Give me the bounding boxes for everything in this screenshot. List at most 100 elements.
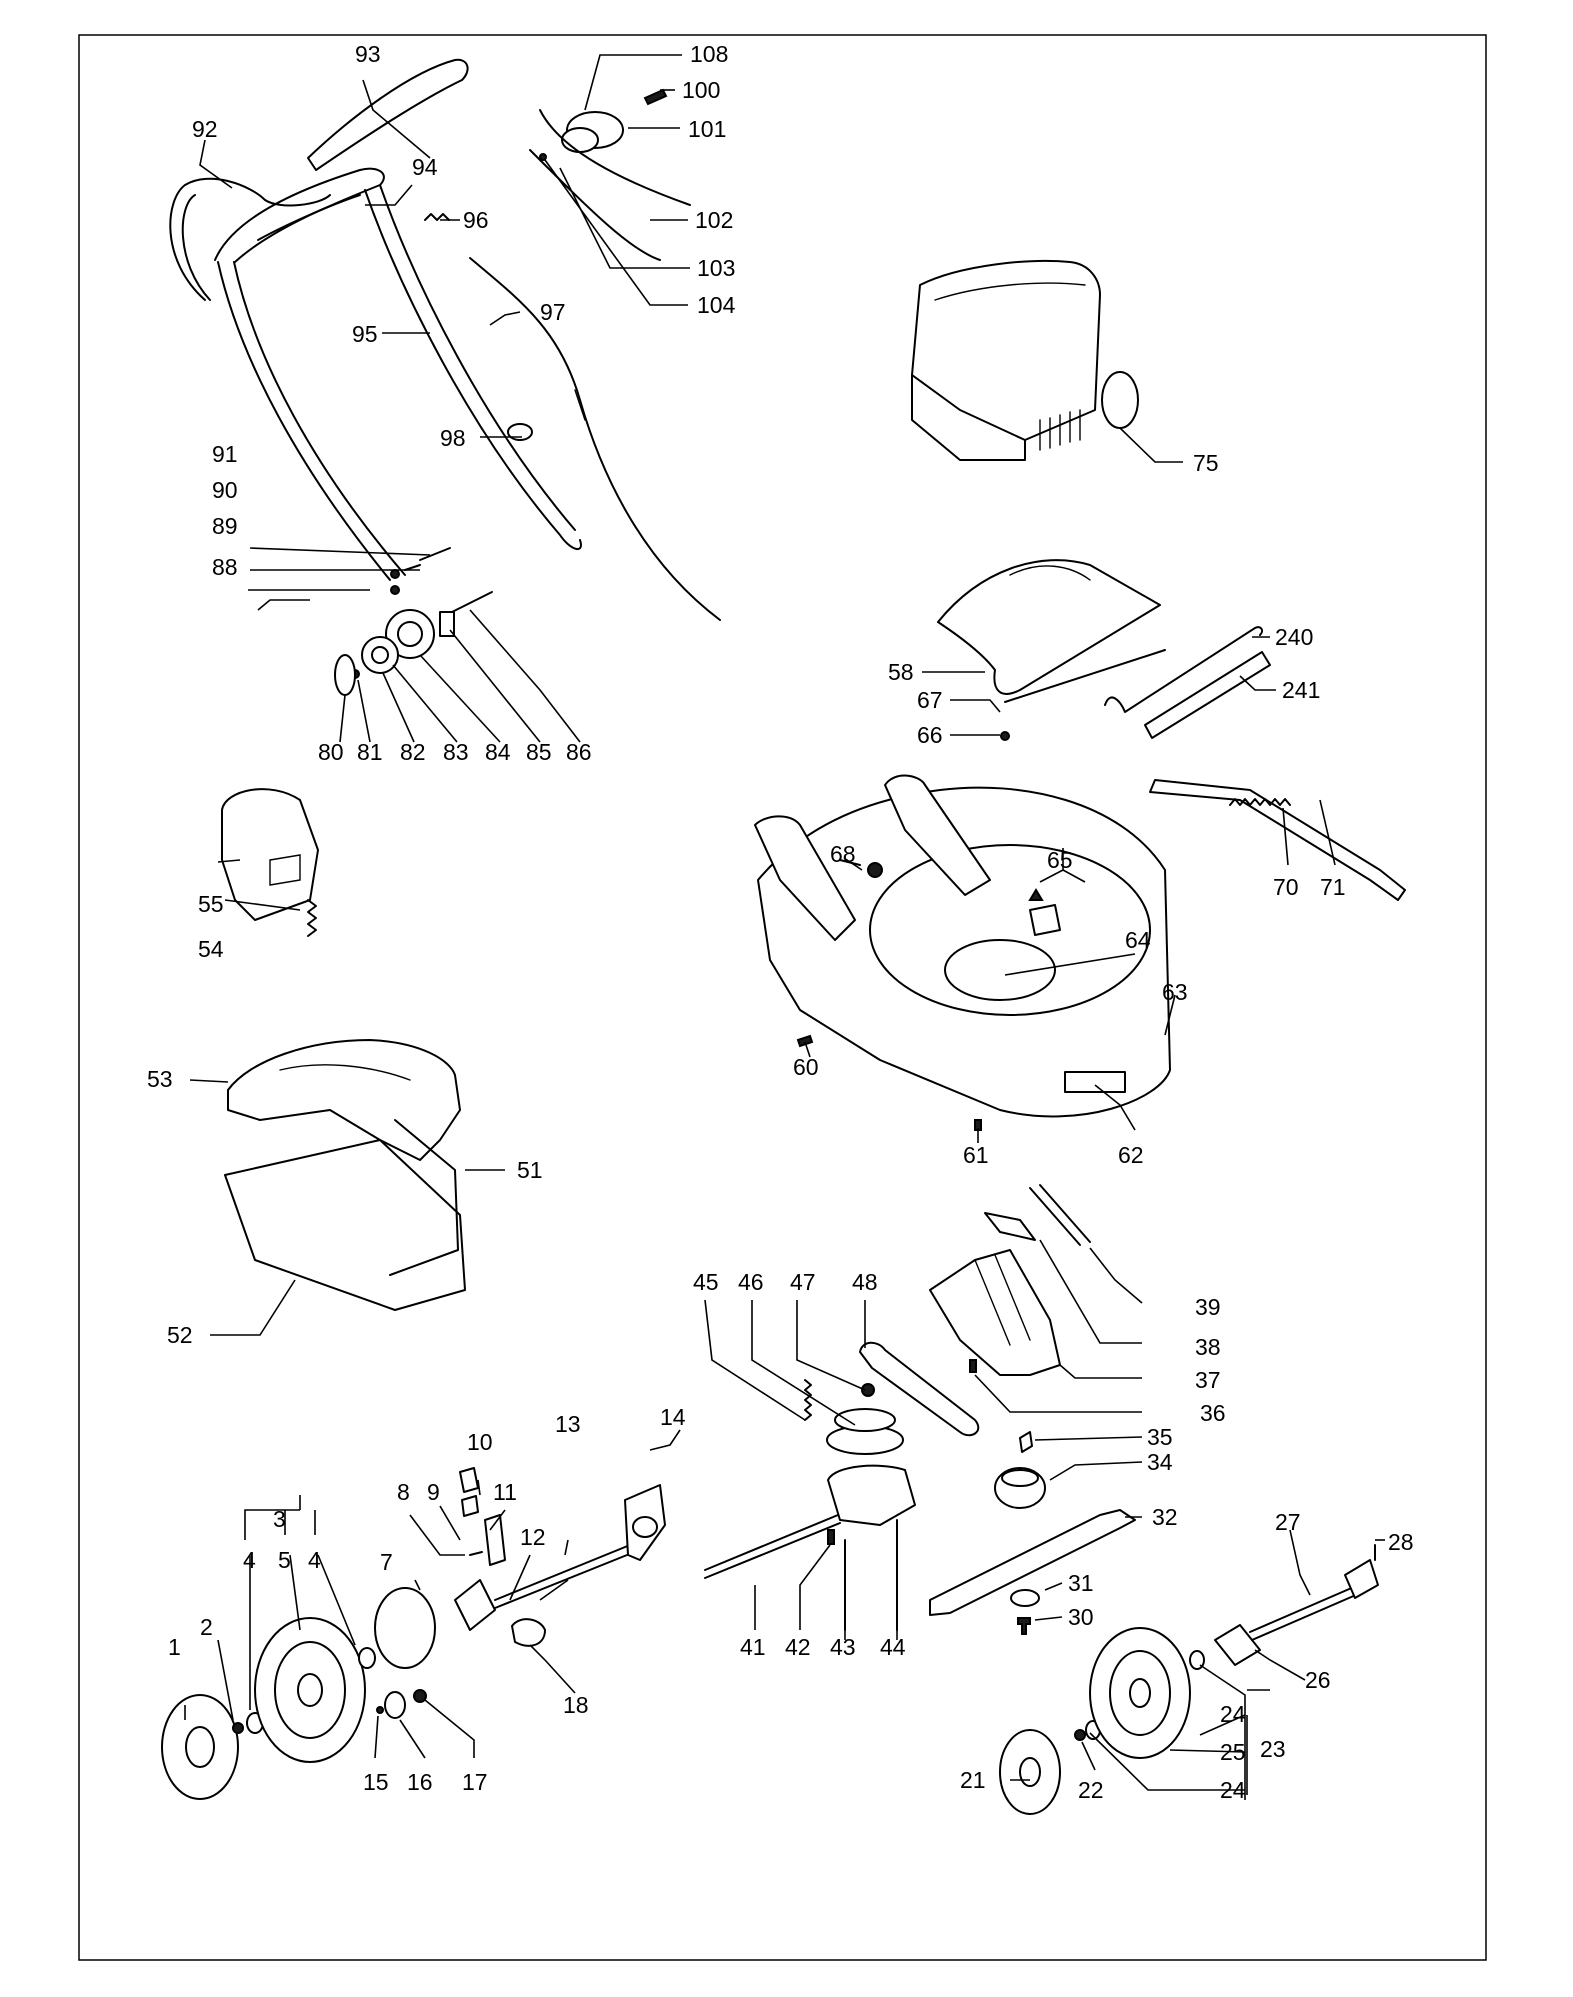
part-9-clip bbox=[461, 1495, 479, 1517]
deck-right-bracket bbox=[884, 774, 991, 896]
label-16: 16 bbox=[407, 1769, 433, 1795]
part-58-rear-flap bbox=[937, 559, 1161, 695]
leader-lines bbox=[184, 54, 1385, 1800]
part-67-axle bbox=[1004, 649, 1166, 703]
part-95-handle-bar-left bbox=[217, 261, 391, 581]
part-18-knob bbox=[511, 1618, 546, 1647]
part-64-blade-hole bbox=[944, 939, 1056, 1001]
part-80-spring bbox=[334, 654, 356, 696]
label-43: 43 bbox=[830, 1634, 856, 1660]
part-65-bracket bbox=[1029, 904, 1061, 936]
part-55-mulch-plug bbox=[221, 788, 319, 921]
label-89: 89 bbox=[212, 513, 238, 539]
part-22-nut bbox=[1074, 1729, 1086, 1741]
label-81: 81 bbox=[357, 739, 383, 765]
part-37-deflector bbox=[929, 1249, 1061, 1376]
label-51: 51 bbox=[517, 1157, 543, 1183]
label-1: 1 bbox=[168, 1634, 181, 1660]
label-30: 30 bbox=[1068, 1604, 1094, 1630]
part-11-plate bbox=[484, 1514, 506, 1566]
part-35-key bbox=[1019, 1431, 1033, 1453]
part-17-nut bbox=[413, 1689, 427, 1703]
label-93: 93 bbox=[355, 41, 381, 67]
label-24a: 24 bbox=[1220, 1701, 1246, 1727]
label-68: 68 bbox=[830, 841, 856, 867]
label-241: 241 bbox=[1282, 677, 1320, 703]
label-101: 101 bbox=[688, 116, 726, 142]
label-2: 2 bbox=[200, 1614, 213, 1640]
label-90: 90 bbox=[212, 477, 238, 503]
part-82-washer bbox=[371, 646, 389, 664]
label-42: 42 bbox=[785, 1634, 811, 1660]
part-38-plate bbox=[984, 1212, 1036, 1241]
part-48-belt bbox=[859, 1341, 980, 1437]
label-64: 64 bbox=[1125, 927, 1151, 953]
label-13: 13 bbox=[555, 1411, 581, 1437]
part-51-bag-frame bbox=[389, 1119, 459, 1276]
label-48: 48 bbox=[852, 1269, 878, 1295]
height-adjustment bbox=[334, 547, 493, 696]
label-22: 22 bbox=[1078, 1777, 1104, 1803]
label-94: 94 bbox=[412, 154, 438, 180]
part-39-strip bbox=[1029, 1187, 1081, 1246]
part-45-spring bbox=[804, 1379, 812, 1421]
label-66: 66 bbox=[917, 722, 943, 748]
label-60: 60 bbox=[793, 1054, 819, 1080]
label-11: 11 bbox=[493, 1479, 517, 1505]
part-102-throttle-cable bbox=[539, 109, 691, 206]
part-54-spring bbox=[307, 899, 317, 937]
label-100: 100 bbox=[682, 77, 720, 103]
label-28: 28 bbox=[1388, 1529, 1414, 1555]
part-61-screw bbox=[974, 1119, 982, 1131]
label-12: 12 bbox=[520, 1524, 546, 1550]
label-10: 10 bbox=[467, 1429, 493, 1455]
part-90-washer bbox=[404, 564, 421, 571]
label-95: 95 bbox=[352, 321, 378, 347]
label-96: 96 bbox=[463, 207, 489, 233]
part-26-bracket bbox=[1214, 1624, 1261, 1666]
label-55: 55 bbox=[198, 891, 224, 917]
part-4-washer-right bbox=[358, 1647, 376, 1669]
label-63: 63 bbox=[1162, 979, 1188, 1005]
label-54: 54 bbox=[198, 936, 224, 962]
part-100-screw bbox=[643, 88, 668, 106]
part-32-blade bbox=[929, 1509, 1136, 1616]
engine-assembly bbox=[911, 259, 1139, 461]
label-31: 31 bbox=[1068, 1570, 1094, 1596]
gearbox-assembly bbox=[704, 1341, 980, 1631]
part-91-bolt bbox=[419, 547, 451, 561]
left-wheel-drive bbox=[161, 1467, 666, 1800]
part-62-label bbox=[1064, 1071, 1126, 1093]
part-15-pin bbox=[376, 1706, 384, 1714]
label-83: 83 bbox=[443, 739, 469, 765]
label-4b: 4 bbox=[308, 1547, 321, 1573]
label-62: 62 bbox=[1118, 1142, 1144, 1168]
label-92: 92 bbox=[192, 116, 218, 142]
label-3: 3 bbox=[273, 1506, 286, 1532]
part-41-drive-shaft bbox=[704, 1514, 839, 1571]
label-86: 86 bbox=[566, 739, 592, 765]
part-93-grip bbox=[307, 58, 469, 171]
label-61: 61 bbox=[963, 1142, 989, 1168]
part-7-gear-disc bbox=[374, 1587, 436, 1669]
part-53-bag-top bbox=[227, 1039, 461, 1161]
label-34: 34 bbox=[1147, 1449, 1173, 1475]
label-80: 80 bbox=[318, 739, 344, 765]
label-21: 21 bbox=[960, 1767, 986, 1793]
part-241-rod-sleeve bbox=[1144, 651, 1271, 739]
label-104: 104 bbox=[697, 292, 736, 318]
part-42-screw bbox=[827, 1529, 835, 1545]
part-52-bag bbox=[224, 1139, 466, 1311]
part-30-bolt bbox=[1017, 1617, 1031, 1635]
part-8-pin bbox=[469, 1551, 483, 1556]
label-75: 75 bbox=[1193, 450, 1219, 476]
label-52: 52 bbox=[167, 1322, 193, 1348]
label-37: 37 bbox=[1195, 1367, 1221, 1393]
label-7: 7 bbox=[380, 1549, 393, 1575]
label-18: 18 bbox=[563, 1692, 589, 1718]
label-17: 17 bbox=[462, 1769, 488, 1795]
label-85: 85 bbox=[526, 739, 552, 765]
label-45: 45 bbox=[693, 1269, 719, 1295]
gearbox-body bbox=[827, 1464, 916, 1526]
